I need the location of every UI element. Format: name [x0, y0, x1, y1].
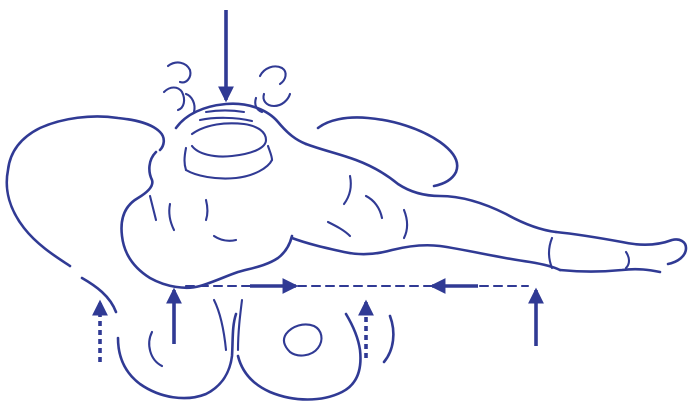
pelvis-outline [7, 63, 686, 400]
vertebral-disc-line-2 [200, 118, 252, 121]
right-outer-hook [384, 316, 393, 362]
right-wing-upper-edge [306, 144, 556, 232]
right-slab-mark-3 [404, 210, 407, 238]
left-inner-curl [149, 332, 162, 366]
obturator-foramen [284, 324, 322, 355]
left-facet-squiggle-c [186, 94, 195, 112]
vertebral-face-top [192, 123, 266, 156]
right-lower-contour [238, 314, 360, 400]
central-symphysis-right [238, 300, 242, 350]
sacrum-mark-1 [150, 196, 156, 220]
left-lower-contour-2 [118, 314, 236, 398]
femur-lower [560, 269, 660, 272]
right-slab-mark-1 [344, 176, 351, 204]
vertebral-face-side-left [185, 148, 187, 170]
left-facet-squiggle-a [168, 63, 190, 83]
femur-joint-mark [549, 238, 552, 268]
left-iliac-wing [7, 116, 164, 266]
right-facet-squiggle-a [260, 66, 286, 84]
right-facet-squiggle-b [263, 94, 290, 106]
femur-upper [556, 232, 686, 264]
vertebral-face-side-right [268, 146, 272, 160]
right-slab-mark-4 [328, 222, 350, 236]
sacrum-mark-4 [214, 236, 236, 241]
right-slab-mark-2 [366, 196, 382, 218]
left-facet-squiggle-b [164, 88, 184, 111]
right-wing-lower-edge [292, 238, 560, 270]
sacrum-mark-3 [206, 200, 208, 220]
femur-end-mark [626, 252, 629, 268]
vertebral-disc-line [206, 111, 244, 113]
sacrum-mark-2 [169, 204, 174, 230]
vertebral-face-bottom [186, 160, 272, 179]
central-symphysis-left [214, 300, 226, 350]
force-arrows [100, 10, 536, 362]
